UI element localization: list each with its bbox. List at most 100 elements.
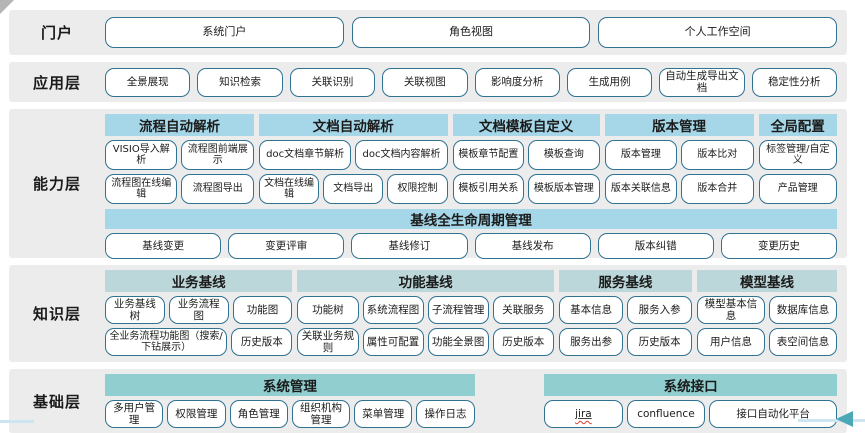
button-jira[interactable]: jira bbox=[544, 400, 623, 428]
button-doc文档内容解析[interactable]: doc文档内容解析 bbox=[355, 140, 448, 170]
application-buttons: 全景展现知识检索关联识别关联视图影响度分析生成用例自动生成导出文档稳定性分析 bbox=[105, 62, 837, 102]
button-属性可配置[interactable]: 属性可配置 bbox=[362, 328, 424, 356]
button-权限控制[interactable]: 权限控制 bbox=[387, 174, 448, 204]
left-arrow-icon bbox=[836, 411, 853, 427]
group-row: 模板章节配置模板查询 bbox=[452, 140, 600, 170]
button-操作日志[interactable]: 操作日志 bbox=[416, 400, 475, 428]
button-自动生成导出文档[interactable]: 自动生成导出文档 bbox=[659, 67, 745, 97]
layer-band-knowledge: 知识层 业务基线业务基线树业务流程图功能图全业务流程功能图（搜索/下钻展示）历史… bbox=[9, 265, 847, 362]
button-版本比对[interactable]: 版本比对 bbox=[681, 140, 754, 170]
group-header-model: 模型基线 bbox=[696, 270, 837, 292]
group-model: 模型基线模型基本信息数据库信息用户信息表空间信息 bbox=[696, 270, 838, 356]
group-header-version: 版本管理 bbox=[604, 114, 754, 136]
button-模板引用关系[interactable]: 模板引用关系 bbox=[452, 174, 525, 204]
button-业务基线树[interactable]: 业务基线树 bbox=[105, 296, 165, 324]
button-模板章节配置[interactable]: 模板章节配置 bbox=[452, 140, 525, 170]
group-row: 文档在线编辑文档导出权限控制 bbox=[258, 174, 448, 204]
bottom-right-line-decoration bbox=[798, 419, 865, 422]
button-流程图在线编辑[interactable]: 流程图在线编辑 bbox=[105, 174, 178, 204]
group-header-doc: 文档自动解析 bbox=[258, 114, 448, 136]
group-row: 基本信息服务入参 bbox=[558, 296, 692, 324]
button-历史版本[interactable]: 历史版本 bbox=[231, 328, 293, 356]
button-流程图前端展示[interactable]: 流程图前端展示 bbox=[181, 140, 254, 170]
button-生成用例[interactable]: 生成用例 bbox=[566, 67, 653, 97]
button-基线修订[interactable]: 基线修订 bbox=[351, 233, 468, 259]
group-row: 版本管理版本比对 bbox=[604, 140, 754, 170]
button-功能全景图[interactable]: 功能全景图 bbox=[427, 328, 489, 356]
button-子流程管理[interactable]: 子流程管理 bbox=[427, 296, 489, 324]
button-全业务流程功能图（搜索/下钻展示）[interactable]: 全业务流程功能图（搜索/下钻展示） bbox=[105, 328, 228, 356]
button-角色管理[interactable]: 角色管理 bbox=[229, 400, 288, 428]
button-关联业务规则[interactable]: 关联业务规则 bbox=[297, 328, 359, 356]
group-header-func: 功能基线 bbox=[297, 270, 554, 292]
button-变更评审[interactable]: 变更评审 bbox=[228, 233, 345, 259]
button-标签管理/自定义[interactable]: 标签管理/自定义 bbox=[758, 140, 837, 170]
button-影响度分析[interactable]: 影响度分析 bbox=[474, 67, 560, 97]
button-业务流程图[interactable]: 业务流程图 bbox=[168, 296, 229, 324]
button-角色视图[interactable]: 角色视图 bbox=[351, 17, 591, 48]
button-版本关联信息[interactable]: 版本关联信息 bbox=[604, 174, 678, 204]
button-菜单管理[interactable]: 菜单管理 bbox=[354, 400, 413, 428]
button-模板版本管理[interactable]: 模板版本管理 bbox=[528, 174, 600, 204]
baseline-buttons: 基线变更变更评审基线修订基线发布版本纠错变更历史 bbox=[105, 233, 838, 259]
button-关联服务[interactable]: 关联服务 bbox=[492, 296, 554, 324]
button-组织机构管理[interactable]: 组织机构管理 bbox=[291, 400, 351, 428]
bottom-left-line-decoration bbox=[0, 420, 34, 423]
foundation-groups: 系统管理多用户管理权限管理角色管理组织机构管理菜单管理操作日志 系统接口 jira c… bbox=[105, 374, 837, 428]
button-基线发布[interactable]: 基线发布 bbox=[474, 233, 591, 259]
portal-buttons: 系统门户角色视图个人工作空间 bbox=[105, 10, 838, 55]
group-biz: 业务基线业务基线树业务流程图功能图全业务流程功能图（搜索/下钻展示）历史版本 bbox=[105, 270, 293, 356]
button-confluence[interactable]: confluence bbox=[626, 400, 706, 428]
group-header-sysif: 系统接口 bbox=[544, 374, 837, 396]
button-功能图[interactable]: 功能图 bbox=[232, 296, 293, 324]
button-基本信息[interactable]: 基本信息 bbox=[558, 296, 624, 324]
group-row: 模板引用关系模板版本管理 bbox=[452, 174, 600, 204]
button-用户信息[interactable]: 用户信息 bbox=[696, 328, 765, 356]
button-版本合并[interactable]: 版本合并 bbox=[681, 174, 754, 204]
button-服务入参[interactable]: 服务入参 bbox=[627, 296, 692, 324]
baseline-lifecycle-header: 基线全生命周期管理 bbox=[105, 209, 837, 229]
button-知识检索[interactable]: 知识检索 bbox=[197, 67, 283, 97]
button-关联识别[interactable]: 关联识别 bbox=[289, 67, 376, 97]
button-稳定性分析[interactable]: 稳定性分析 bbox=[751, 67, 837, 97]
button-VISIO导入解析[interactable]: VISIO导入解析 bbox=[105, 140, 178, 170]
group-row: 用户信息表空间信息 bbox=[696, 328, 838, 356]
button-历史版本[interactable]: 历史版本 bbox=[492, 328, 554, 356]
group-version: 版本管理版本管理版本比对版本关联信息版本合并 bbox=[604, 114, 754, 204]
button-版本管理[interactable]: 版本管理 bbox=[604, 140, 678, 170]
button-关联视图[interactable]: 关联视图 bbox=[382, 67, 468, 97]
button-基线变更[interactable]: 基线变更 bbox=[105, 233, 222, 259]
button-表空间信息[interactable]: 表空间信息 bbox=[768, 328, 838, 356]
layer-label-capability: 能力层 bbox=[32, 175, 81, 193]
button-系统门户[interactable]: 系统门户 bbox=[105, 17, 344, 48]
group-sysmgmt: 系统管理多用户管理权限管理角色管理组织机构管理菜单管理操作日志 bbox=[105, 374, 475, 428]
button-数据库信息[interactable]: 数据库信息 bbox=[768, 296, 838, 324]
button-变更历史[interactable]: 变更历史 bbox=[720, 233, 838, 259]
button-产品管理[interactable]: 产品管理 bbox=[758, 174, 837, 204]
group-row: 模型基本信息数据库信息 bbox=[696, 296, 838, 324]
button-模型基本信息[interactable]: 模型基本信息 bbox=[696, 296, 765, 324]
button-权限管理[interactable]: 权限管理 bbox=[167, 400, 226, 428]
group-row: 流程图在线编辑流程图导出 bbox=[105, 174, 254, 204]
button-doc文档章节解析[interactable]: doc文档章节解析 bbox=[258, 140, 352, 170]
button-接口自动化平台[interactable]: 接口自动化平台 bbox=[709, 400, 837, 428]
button-流程图导出[interactable]: 流程图导出 bbox=[181, 174, 254, 204]
button-模板查询[interactable]: 模板查询 bbox=[528, 140, 600, 170]
group-row: 多用户管理权限管理角色管理组织机构管理菜单管理操作日志 bbox=[105, 400, 475, 428]
button-系统流程图[interactable]: 系统流程图 bbox=[362, 296, 424, 324]
button-版本纠错[interactable]: 版本纠错 bbox=[597, 233, 714, 259]
button-功能树[interactable]: 功能树 bbox=[297, 296, 359, 324]
button-全景展现[interactable]: 全景展现 bbox=[105, 67, 191, 97]
spellcheck-underline: jira bbox=[575, 407, 592, 420]
button-文档在线编辑[interactable]: 文档在线编辑 bbox=[258, 174, 320, 204]
group-template: 文档模板自定义模板章节配置模板查询模板引用关系模板版本管理 bbox=[452, 114, 600, 204]
button-服务出参[interactable]: 服务出参 bbox=[558, 328, 624, 356]
button-个人工作空间[interactable]: 个人工作空间 bbox=[598, 17, 838, 48]
button-多用户管理[interactable]: 多用户管理 bbox=[105, 400, 164, 428]
button-文档导出[interactable]: 文档导出 bbox=[323, 174, 384, 204]
button-历史版本[interactable]: 历史版本 bbox=[627, 328, 692, 356]
